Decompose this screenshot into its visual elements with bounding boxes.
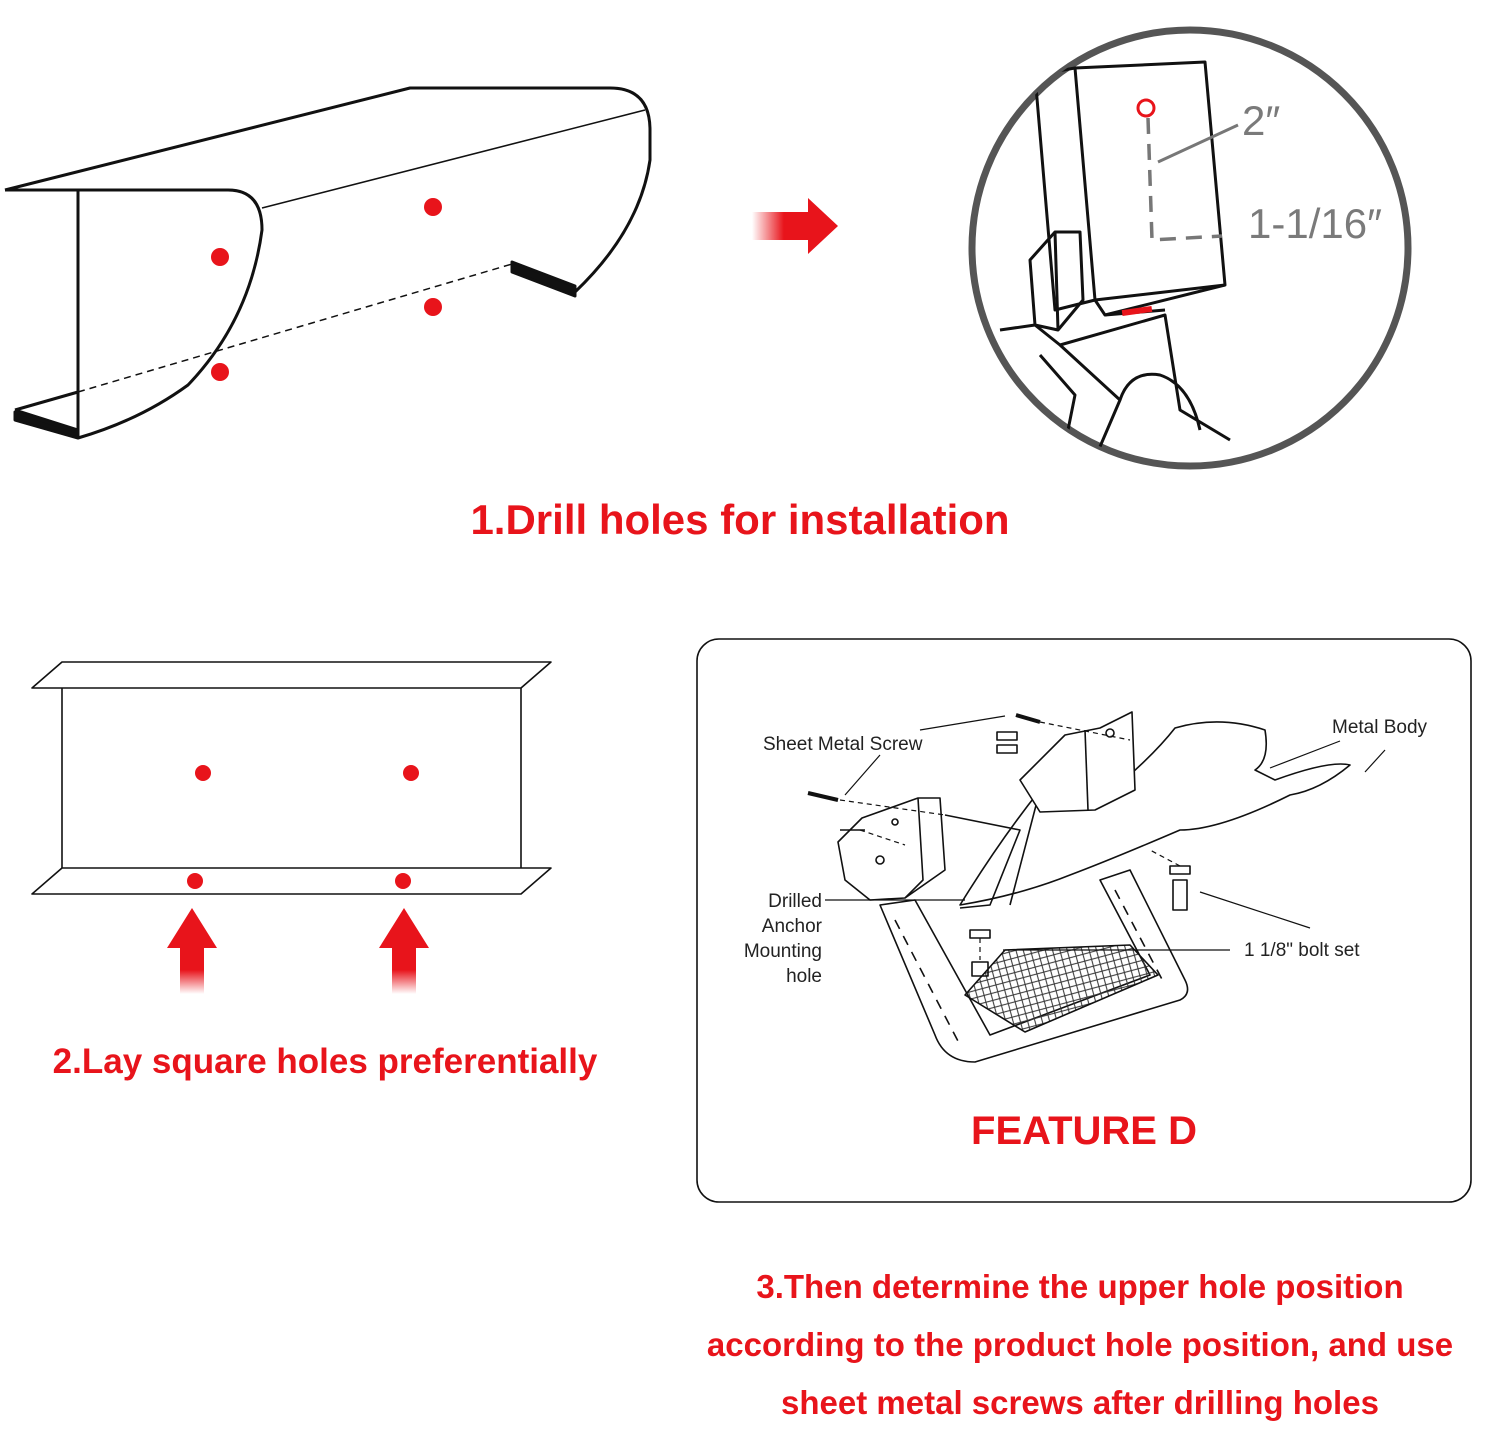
hole-marker — [211, 248, 229, 266]
label-drilled-anchor-4: hole — [786, 966, 822, 987]
hole-marker — [403, 765, 419, 781]
step-3-line-3: sheet metal screws after drilling holes — [781, 1384, 1379, 1421]
hole-marker — [424, 198, 442, 216]
channel-hole-markers — [187, 765, 419, 889]
step-1-title: 1.Drill holes for installation — [470, 496, 1010, 543]
step-3-line-2: according to the product hole position, … — [706, 1326, 1454, 1363]
hole-marker — [424, 298, 442, 316]
up-arrow-icon — [167, 908, 217, 994]
hole-marker — [195, 765, 211, 781]
label-metal-body: Metal Body — [1332, 717, 1428, 738]
up-arrow-icon — [379, 908, 429, 994]
step-3-title: 3.Then determine the upper hole position… — [640, 1258, 1500, 1432]
step-2-title: 2.Lay square holes preferentially — [52, 1042, 598, 1081]
channel-diagram — [31, 661, 552, 895]
hole-marker — [187, 873, 203, 889]
label-drilled-anchor-2: Anchor — [762, 916, 823, 937]
hole-marker — [395, 873, 411, 889]
zoom-detail-circle: 2″ 1-1/16″ — [968, 26, 1412, 470]
label-drilled-anchor-3: Mounting — [744, 941, 822, 962]
rail-hole-markers — [211, 198, 442, 381]
feature-panel-title: FEATURE D — [971, 1109, 1197, 1153]
rail-diagram — [4, 86, 652, 440]
dimension-horizontal-label: 1-1/16″ — [1248, 200, 1382, 247]
step-3-line-1: 3.Then determine the upper hole position — [756, 1268, 1404, 1305]
dimension-vertical-label: 2″ — [1242, 97, 1280, 144]
step-assembly-drawing — [807, 711, 1386, 1063]
right-arrow-icon — [752, 198, 838, 254]
hole-marker — [211, 363, 229, 381]
label-bolt-set: 1 1/8" bolt set — [1244, 940, 1360, 961]
label-sheet-metal-screw: Sheet Metal Screw — [763, 734, 923, 755]
label-drilled-anchor-1: Drilled — [768, 891, 822, 912]
